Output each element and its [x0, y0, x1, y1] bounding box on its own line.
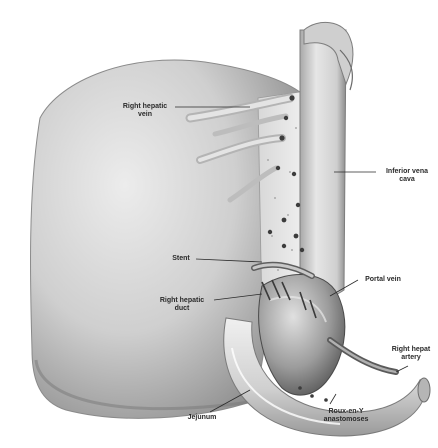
inferior-vena-cava	[300, 30, 346, 298]
label-stent-line1: Stent	[166, 255, 196, 263]
label-roux-en-y-line2: anastomoses	[316, 416, 376, 424]
label-inferior-vena-cava-line2: cava	[378, 176, 436, 184]
label-portal-vein-line1: Portal vein	[358, 276, 408, 284]
portal-vein	[259, 274, 345, 395]
label-right-hepatic-vein: Right hepatic vein	[112, 103, 178, 119]
label-right-hepatic-duct-line1: Right hepatic	[150, 297, 214, 305]
label-right-hepatic-artery: Right hepat artery	[386, 346, 436, 362]
label-jejunum: Jejunum	[182, 414, 222, 422]
label-portal-vein: Portal vein	[358, 276, 408, 284]
label-right-hepatic-artery-line2: artery	[386, 354, 436, 362]
label-roux-en-y-line1: Roux-en-Y	[316, 408, 376, 416]
label-right-hepatic-duct-line2: duct	[150, 305, 214, 313]
label-inferior-vena-cava: Inferior vena cava	[378, 168, 436, 184]
label-right-hepatic-vein-line2: vein	[112, 111, 178, 119]
label-right-hepatic-vein-line1: Right hepatic	[112, 103, 178, 111]
label-inferior-vena-cava-line1: Inferior vena	[378, 168, 436, 176]
label-right-hepatic-duct: Right hepatic duct	[150, 297, 214, 313]
label-roux-en-y: Roux-en-Y anastomoses	[316, 408, 376, 424]
label-jejunum-line1: Jejunum	[182, 414, 222, 422]
label-right-hepatic-artery-line1: Right hepat	[386, 346, 436, 354]
label-stent: Stent	[166, 255, 196, 263]
